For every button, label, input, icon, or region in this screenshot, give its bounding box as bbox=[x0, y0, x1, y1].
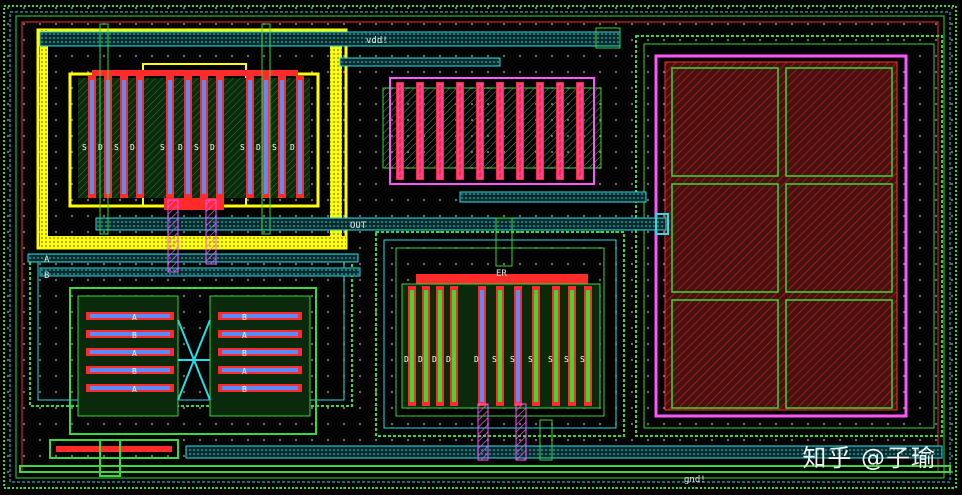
pmos-pin-label: S bbox=[82, 143, 87, 152]
diff-pin-label: S bbox=[548, 355, 553, 364]
diff-pin-label: S bbox=[528, 355, 533, 364]
nmos-metal-row bbox=[90, 314, 170, 318]
resistor-strip bbox=[517, 83, 523, 179]
capacitor-cell bbox=[785, 67, 893, 177]
nmos-pin-label: A bbox=[132, 313, 137, 322]
pmos-metal-finger bbox=[202, 80, 206, 194]
pmos-metal-finger bbox=[122, 80, 126, 194]
pmos-metal-finger bbox=[264, 80, 268, 194]
nmos-pin-label: B bbox=[132, 367, 137, 376]
resistor-strip bbox=[397, 83, 403, 179]
pmos-metal-finger bbox=[248, 80, 252, 194]
resistor-array bbox=[382, 77, 602, 185]
capacitor-cell bbox=[671, 67, 779, 177]
nmos-metal-row bbox=[222, 350, 298, 354]
nmos-pin-label: B bbox=[132, 331, 137, 340]
diff-pin-label: D bbox=[432, 355, 437, 364]
diff-pin-label: S bbox=[580, 355, 585, 364]
nmos-pin-label: B bbox=[242, 349, 247, 358]
resistor-strip bbox=[437, 83, 443, 179]
diff-metal-finger bbox=[570, 290, 574, 402]
diff-pin-label: D bbox=[404, 355, 409, 364]
diff-pin-label: S bbox=[564, 355, 569, 364]
pmos-pin-label: D bbox=[290, 143, 295, 152]
nmos-pin-label: A bbox=[242, 367, 247, 376]
nmos-metal-row bbox=[222, 332, 298, 336]
capacitor-cell bbox=[785, 299, 893, 409]
diff-metal-finger bbox=[534, 290, 538, 402]
diff-metal-finger bbox=[516, 290, 520, 402]
pmos-metal-finger bbox=[138, 80, 142, 194]
pmos-pin-label: S bbox=[194, 143, 199, 152]
pmos-metal-finger bbox=[298, 80, 302, 194]
resistor-strip bbox=[577, 83, 583, 179]
resistor-strip bbox=[497, 83, 503, 179]
net-label-a: A bbox=[44, 255, 50, 265]
pmos-pin-label: S bbox=[240, 143, 245, 152]
pmos-pin-label: D bbox=[210, 143, 215, 152]
resistor-strip bbox=[477, 83, 483, 179]
resistor-strip bbox=[457, 83, 463, 179]
metal-routing bbox=[19, 23, 951, 477]
pmos-metal-finger bbox=[280, 80, 284, 194]
net-label-b: B bbox=[44, 271, 49, 281]
diff-metal-finger bbox=[438, 290, 442, 402]
capacitor-block bbox=[635, 35, 943, 437]
pmos-metal-finger bbox=[168, 80, 172, 194]
watermark: 知乎 @子瑜 bbox=[802, 444, 936, 472]
nmos-pin-label: A bbox=[242, 331, 247, 340]
diff-metal-finger bbox=[410, 290, 414, 402]
nmos-pin-label: B bbox=[242, 313, 247, 322]
pmos-pin-label: D bbox=[130, 143, 135, 152]
pmos-metal-finger bbox=[186, 80, 190, 194]
capacitor-cell bbox=[671, 299, 779, 409]
net-label-out: OUT bbox=[350, 221, 367, 231]
diff-metal-finger bbox=[586, 290, 590, 402]
diff-pin-label: S bbox=[510, 355, 515, 364]
net-label-vdd: vdd! bbox=[366, 36, 388, 46]
nmos-metal-row bbox=[90, 350, 170, 354]
diff-pin-label: D bbox=[474, 355, 479, 364]
diff-metal-finger bbox=[554, 290, 558, 402]
diff-pin-label: D bbox=[418, 355, 423, 364]
nmos-pin-label: B bbox=[242, 385, 247, 394]
pmos-pin-label: D bbox=[178, 143, 183, 152]
capacitor-cell bbox=[671, 183, 779, 293]
net-label-gnd: gnd! bbox=[684, 475, 706, 485]
nmos-metal-row bbox=[90, 368, 170, 372]
pmos-pin-label: S bbox=[114, 143, 119, 152]
resistor-strip bbox=[417, 83, 423, 179]
nmos-pin-label: A bbox=[132, 349, 137, 358]
nmos-metal-row bbox=[222, 386, 298, 390]
diff-pin-label: S bbox=[492, 355, 497, 364]
nmos-pin-label: A bbox=[132, 385, 137, 394]
pmos-pin-label: S bbox=[160, 143, 165, 152]
pmos-pin-label: D bbox=[256, 143, 261, 152]
diff-metal-finger bbox=[480, 290, 484, 402]
diff-metal-finger bbox=[424, 290, 428, 402]
pmos-metal-finger bbox=[218, 80, 222, 194]
diff-pin-label: D bbox=[446, 355, 451, 364]
nmos-metal-row bbox=[90, 386, 170, 390]
diff-metal-finger bbox=[498, 290, 502, 402]
net-label-er: ER bbox=[496, 269, 507, 279]
capacitor-cell bbox=[785, 183, 893, 293]
nmos-metal-row bbox=[90, 332, 170, 336]
diff-metal-finger bbox=[452, 290, 456, 402]
nmos-metal-row bbox=[222, 314, 298, 318]
nmos-metal-row bbox=[222, 368, 298, 372]
pmos-metal-finger bbox=[90, 80, 94, 194]
resistor-strip bbox=[557, 83, 563, 179]
pmos-top-strap bbox=[92, 70, 298, 76]
resistor-strip bbox=[537, 83, 543, 179]
pmos-pin-label: S bbox=[272, 143, 277, 152]
